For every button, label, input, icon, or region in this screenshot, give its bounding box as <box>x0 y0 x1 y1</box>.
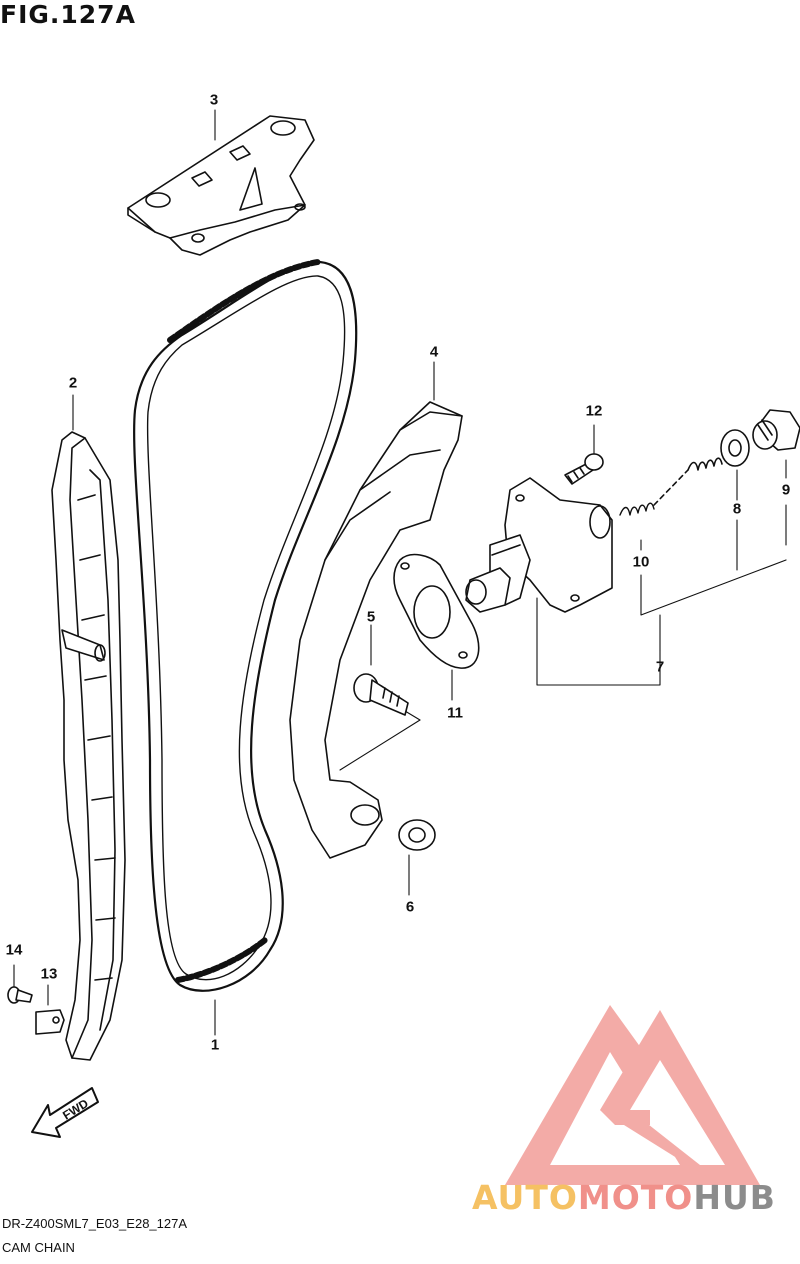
callout-1: 1 <box>210 1036 220 1054</box>
callout-9: 9 <box>781 481 791 499</box>
part-9-cap-bolt <box>752 409 800 451</box>
leader-lines <box>13 109 787 1036</box>
part-12-bolt <box>564 453 604 485</box>
part-4-tensioner-arm <box>289 401 463 859</box>
callout-5: 5 <box>366 608 376 626</box>
footer-diagram-code: DR-Z400SML7_E03_E28_127A <box>2 1216 188 1231</box>
part-1-cam-chain <box>133 259 358 992</box>
callout-6: 6 <box>405 898 415 916</box>
callout-11: 11 <box>447 704 463 722</box>
callout-10: 10 <box>632 553 650 571</box>
callout-13: 13 <box>40 965 58 983</box>
part-13-stopper <box>35 1009 65 1035</box>
part-10-springs <box>619 457 723 516</box>
callout-4: 4 <box>429 343 439 361</box>
watermark-part-hub: HUB <box>693 1178 776 1217</box>
figure-title: FIG.127A <box>0 0 136 29</box>
watermark-part-moto: MOTO <box>577 1178 694 1217</box>
footer-diagram-name: CAM CHAIN <box>2 1240 75 1255</box>
part-11-gasket <box>393 553 480 669</box>
callout-8: 8 <box>732 500 742 518</box>
watermark-logo <box>505 1005 760 1185</box>
part-2-chain-guide <box>51 431 126 1061</box>
watermark-part-auto: AUTO <box>472 1178 578 1217</box>
part-5-pivot-bolt <box>353 673 409 716</box>
callout-2: 2 <box>68 374 78 392</box>
part-3-chain-guide-plate <box>127 115 315 256</box>
fwd-arrow: FWD <box>31 1087 99 1138</box>
part-7-tensioner-body <box>465 477 613 613</box>
part-8-washer <box>720 429 750 467</box>
callout-12: 12 <box>585 402 603 420</box>
watermark-wordmark: AUTOMOTOHUB <box>472 1178 776 1217</box>
part-6-washer <box>398 819 436 851</box>
callout-14: 14 <box>5 941 23 959</box>
callout-7: 7 <box>655 658 665 676</box>
callout-3: 3 <box>209 91 219 109</box>
part-14-screw <box>7 986 33 1004</box>
